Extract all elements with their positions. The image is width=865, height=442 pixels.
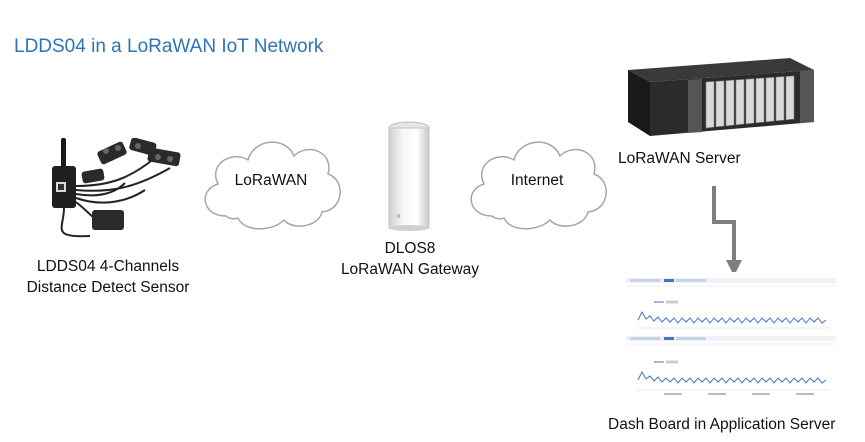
arrow-server-to-dashboard	[700, 186, 750, 278]
cloud-internet-label: Internet	[510, 172, 564, 189]
gateway-tower-icon	[385, 120, 433, 232]
server-label: LoRaWAN Server	[618, 150, 741, 167]
rack-server-icon	[620, 56, 816, 144]
gateway-label-line1: DLOS8	[384, 240, 436, 257]
sensor-label-line2: Distance Detect Sensor	[26, 279, 190, 296]
diagram-title: LDDS04 in a LoRaWAN IoT Network	[14, 36, 324, 57]
cloud-lorawan-label: LoRaWAN	[234, 172, 308, 189]
sensor-label: LDDS04 4-Channels Distance Detect Sensor	[8, 256, 208, 298]
dashboard-label: Dash Board in Application Server	[608, 416, 836, 433]
cloud-icon	[462, 128, 612, 234]
gateway-label-line2: LoRaWAN Gateway	[340, 261, 480, 278]
sensor-device-icon	[20, 138, 190, 248]
gateway-label: DLOS8 LoRaWAN Gateway	[320, 238, 500, 280]
sensor-label-line1: LDDS04 4-Channels	[36, 258, 180, 275]
dashboard-screenshot-icon	[624, 272, 838, 408]
cloud-icon	[196, 128, 346, 234]
